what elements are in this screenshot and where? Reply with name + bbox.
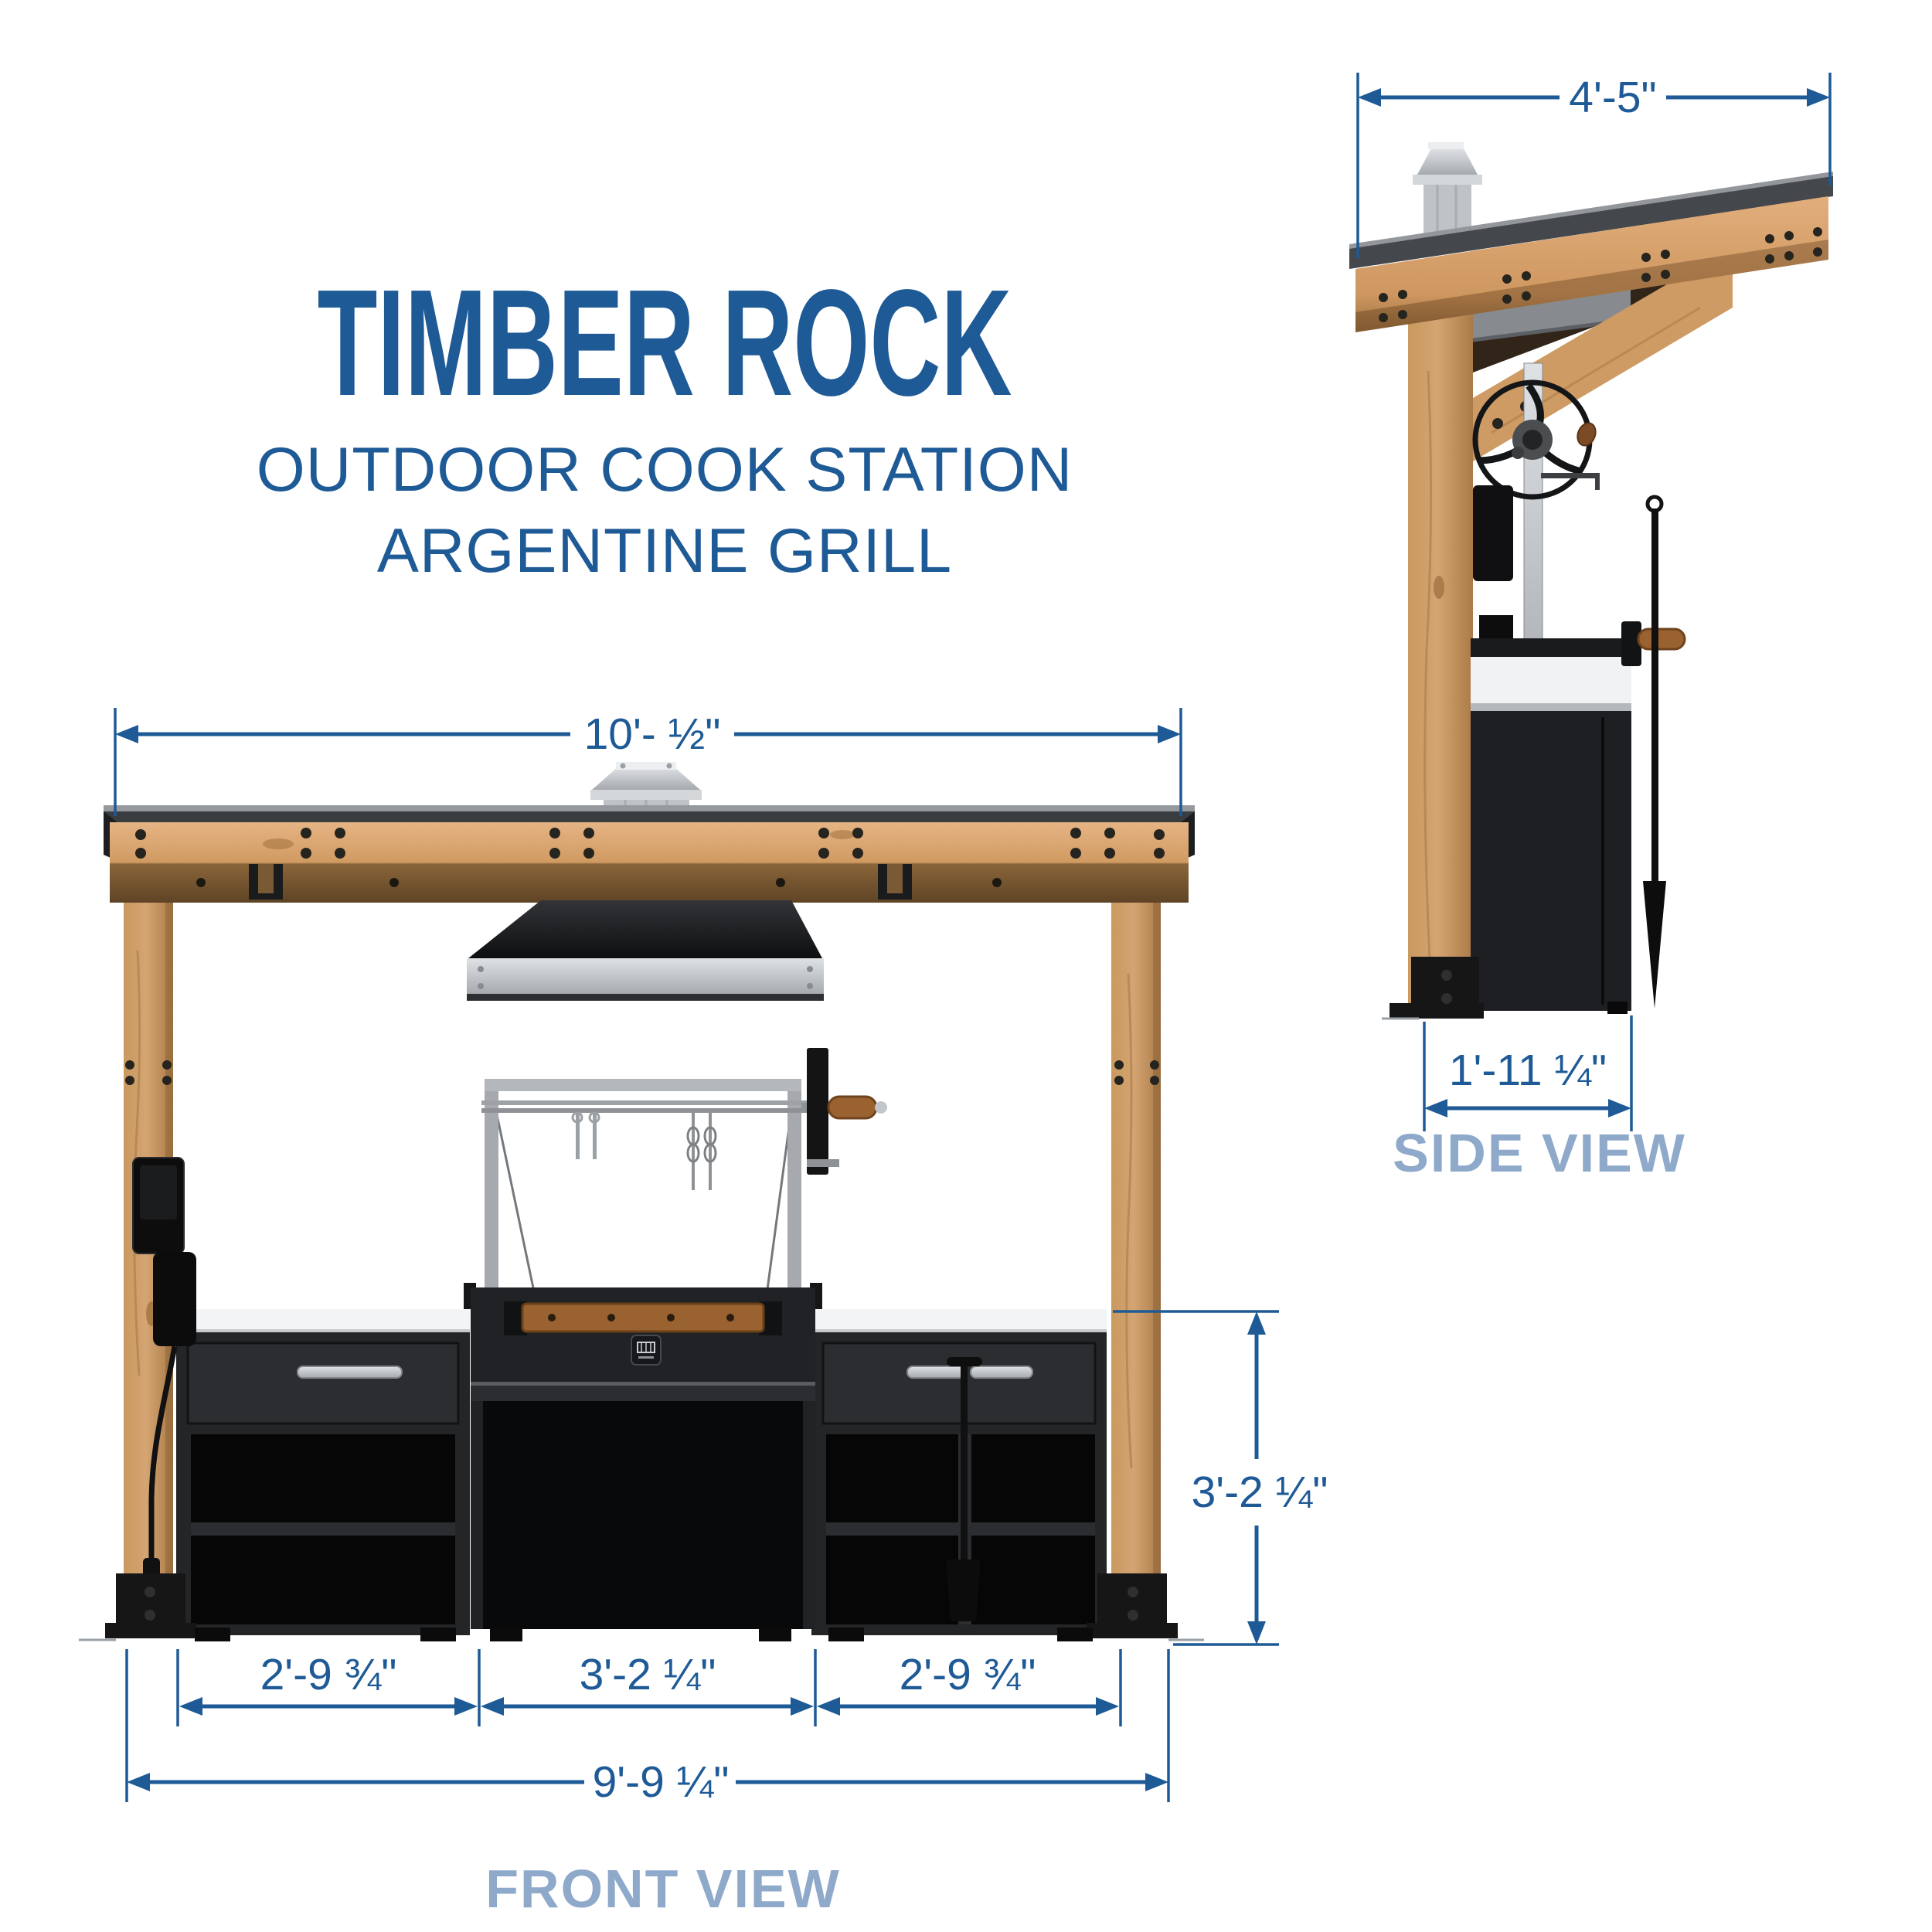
- front-base-width-dimension: 9'-9 ¼": [125, 1649, 1170, 1807]
- ash-shovel: [946, 1357, 982, 1621]
- fascia-bolts: [1379, 227, 1822, 322]
- product-subtitle-2: ARGENTINE GRILL: [376, 516, 953, 587]
- cabinet-feet: [195, 1628, 1093, 1641]
- side-base-depth-value: 1'-11 ¼": [1449, 1046, 1607, 1095]
- front-post-base-brackets: [79, 1573, 1204, 1641]
- product-title: TIMBER ROCK: [317, 258, 1012, 427]
- side-spit-handle: [1621, 621, 1686, 666]
- crank-wheel-handle: [801, 1048, 887, 1175]
- front-base-width-value: 9'-9 ¼": [593, 1757, 730, 1807]
- front-overall-width-dimension: 10'- ½": [114, 708, 1182, 816]
- front-center-section-value: 3'-2 ¼": [580, 1650, 716, 1699]
- right-drawer-handle-1: [906, 1366, 965, 1379]
- front-right-section-value: 2'-9 ¾": [900, 1650, 1036, 1699]
- front-roof-beam: [104, 805, 1195, 903]
- side-post: [1408, 272, 1473, 1014]
- front-vent-hood: [467, 900, 824, 1001]
- front-overall-width-value: 10'- ½": [584, 709, 721, 759]
- side-cabinet: [1471, 638, 1631, 1014]
- side-roof: [1349, 172, 1833, 332]
- turnbuckle-chains: [686, 1113, 717, 1190]
- side-base-depth-dimension: 1'-11 ¼": [1423, 1015, 1633, 1131]
- side-view-label: SIDE VIEW: [1393, 1123, 1686, 1183]
- electrical-outlet-box: [132, 1157, 196, 1612]
- front-left-section-value: 2'-9 ¾": [260, 1650, 397, 1699]
- counter-left: [176, 1309, 470, 1332]
- side-post-base-bracket: [1382, 957, 1484, 1020]
- front-view-label: FRONT VIEW: [485, 1859, 840, 1919]
- power-cord: [148, 1345, 178, 1558]
- fire-poker: [1643, 495, 1666, 1009]
- crank-knob: [1577, 422, 1597, 447]
- rotisserie-frame: [481, 1048, 887, 1298]
- product-subtitle-1: OUTDOOR COOK STATION: [256, 435, 1073, 505]
- meat-hooks: [571, 1111, 600, 1159]
- counter-left-edge: [176, 1329, 470, 1332]
- left-cabinet: [176, 1332, 470, 1635]
- right-drawer-handle-2: [970, 1366, 1033, 1379]
- motor-box: [1473, 485, 1513, 581]
- side-view-drawing: [1349, 142, 1833, 1020]
- grill-wood-handle-bar: [521, 1302, 765, 1333]
- front-section-dimensions: 2'-9 ¾" 3'-2 ¼" 2'-9 ¾": [176, 1649, 1122, 1726]
- front-view-drawing: [79, 762, 1204, 1641]
- side-roof-depth-value: 4'-5": [1569, 73, 1657, 122]
- grill-firebox: [464, 1283, 822, 1629]
- beam-bolts: [135, 828, 1165, 887]
- left-drawer-handle: [297, 1366, 403, 1379]
- side-roof-depth-dimension: 4'-5": [1356, 73, 1832, 258]
- front-counter-height-dimension: 3'-2 ¼": [1113, 1310, 1328, 1646]
- counter-right-edge: [811, 1329, 1107, 1332]
- counter-right: [811, 1309, 1107, 1332]
- joist-brackets: [249, 864, 912, 900]
- grill-badge: [631, 1335, 662, 1366]
- front-right-post: [1111, 903, 1161, 1638]
- title-block: TIMBER ROCK OUTDOOR COOK STATION ARGENTI…: [46, 267, 1283, 593]
- front-counter-height-value: 3'-2 ¼": [1192, 1468, 1328, 1517]
